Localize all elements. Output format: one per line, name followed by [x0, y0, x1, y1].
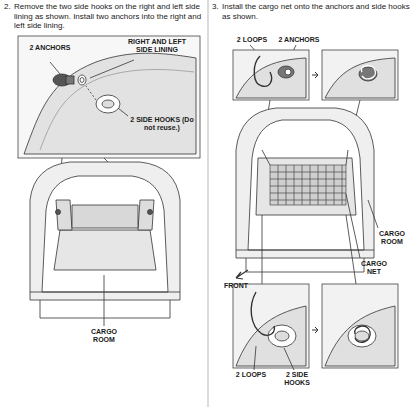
step-number: 2. [4, 2, 14, 12]
part-label: CARGO ROOM [372, 230, 412, 246]
part-label: 2 ANCHORS [24, 44, 76, 52]
step-number: 3. [212, 2, 222, 12]
direction-label: FRONT [224, 282, 258, 290]
part-label: 2 LOOPS [232, 36, 272, 44]
part-label: 2 LOOPS [230, 371, 272, 379]
instruction-text: Remove the two side hooks on the right a… [14, 2, 204, 31]
instruction-text: Install the cargo net onto the anchors a… [222, 2, 412, 21]
part-label: 2 SIDE HOOKS [276, 371, 318, 387]
part-label: 2 SIDE HOOKS (Do not reuse.) [128, 116, 196, 132]
part-label: CARGO ROOM [84, 328, 124, 344]
part-label: RIGHT AND LEFT SIDE LINING [120, 38, 194, 54]
part-label: CARGO NET [354, 260, 394, 276]
part-label: 2 ANCHORS [274, 36, 324, 44]
